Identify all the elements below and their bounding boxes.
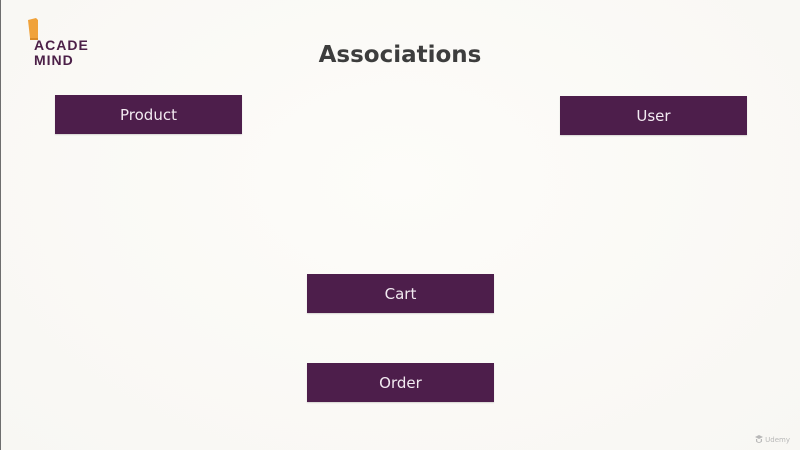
entity-box-cart: Cart xyxy=(307,274,494,313)
udemy-watermark: Udemy xyxy=(755,435,790,444)
entity-box-product: Product xyxy=(55,95,242,134)
window-edge xyxy=(0,0,1,450)
udemy-logo-icon xyxy=(755,435,764,443)
watermark-text: Udemy xyxy=(765,435,790,444)
logo-text-line-1: ACADE xyxy=(34,37,89,53)
logo-text-line-2: MIND xyxy=(34,52,74,68)
academind-logo: ACADE MIND xyxy=(26,18,116,68)
entity-box-order: Order xyxy=(307,363,494,402)
academind-logo-icon xyxy=(28,18,38,40)
slide-title: Associations xyxy=(318,42,482,68)
entity-box-user: User xyxy=(560,96,747,135)
